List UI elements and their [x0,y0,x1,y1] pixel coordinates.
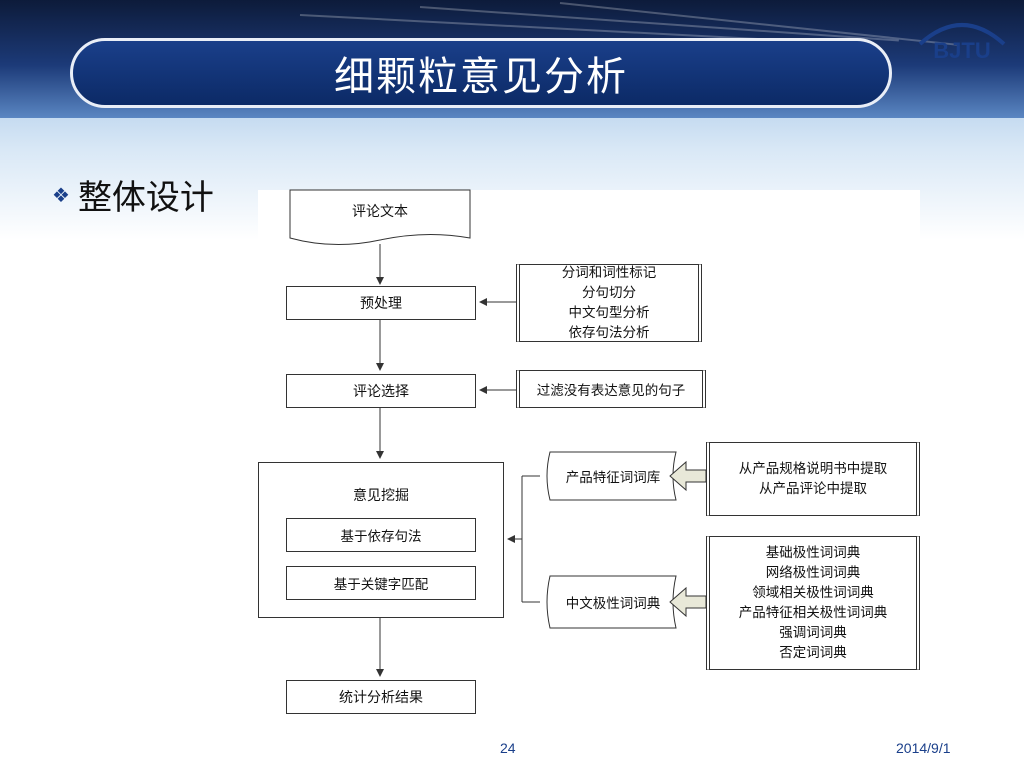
note-line: 基础极性词词典 [765,545,861,561]
doc-node: 评论文本 [352,204,408,220]
hollow-arrow-icon [669,586,707,618]
mining-sub1: 基于依存句法 [286,518,476,552]
feature-notes: 从产品规格说明书中提取 从产品评论中提取 [706,442,920,516]
polarity-notes: 基础极性词词典 网络极性词词典 领域相关极性词词典 产品特征相关极性词词典 强调… [706,536,920,670]
note-line: 领域相关极性词词典 [752,585,874,601]
bullet-item: ❖ 整体设计 [52,170,214,219]
logo-arc-icon [918,23,1006,46]
flowchart: 评论文本 预处理 分词和词性标记 分句切分 中文句型分析 依存句法分析 评论选择… [258,189,920,718]
mining-sub2: 基于关键字匹配 [286,566,476,600]
select-note: 过滤没有表达意见的句子 [516,370,706,408]
note-line: 依存句法分析 [568,325,650,341]
note-line: 网络极性词词典 [765,565,861,581]
diamond-cluster-icon: ❖ [52,182,70,207]
note-line: 产品特征相关极性词词典 [738,605,888,621]
slide-date: 2014/9/1 [896,740,951,756]
flowchart-connectors [289,189,707,677]
bullet-text: 整体设计 [77,178,214,218]
note-line: 分词和词性标记 [561,265,657,281]
polarity-lex: 中文极性词词典 [565,596,661,612]
preprocess-notes: 分词和词性标记 分句切分 中文句型分析 依存句法分析 [516,264,702,342]
hollow-arrow-icon [669,460,707,492]
note-line: 分句切分 [582,285,636,301]
preprocess-box: 预处理 [286,286,476,320]
mining-label: 意见挖掘 [353,488,409,504]
slide-title: 细颗粒意见分析 [334,54,628,100]
title-banner: 细颗粒意见分析 [70,38,892,108]
feature-lex-shape [546,451,677,501]
result-box: 统计分析结果 [286,680,476,714]
feature-lex: 产品特征词词库 [565,470,661,486]
polarity-lex-shape [546,575,677,629]
page-number: 24 [500,740,516,756]
doc-node-shape [289,189,471,245]
note-line: 否定词词典 [779,645,847,661]
logo-text: BJTU [933,38,991,63]
note-line: 从产品规格说明书中提取 [738,461,888,477]
bjtu-logo: BJTU [912,12,1012,72]
select-box: 评论选择 [286,374,476,408]
note-line: 从产品评论中提取 [759,481,867,497]
note-line: 强调词词典 [779,625,847,641]
note-line: 中文句型分析 [568,305,650,321]
